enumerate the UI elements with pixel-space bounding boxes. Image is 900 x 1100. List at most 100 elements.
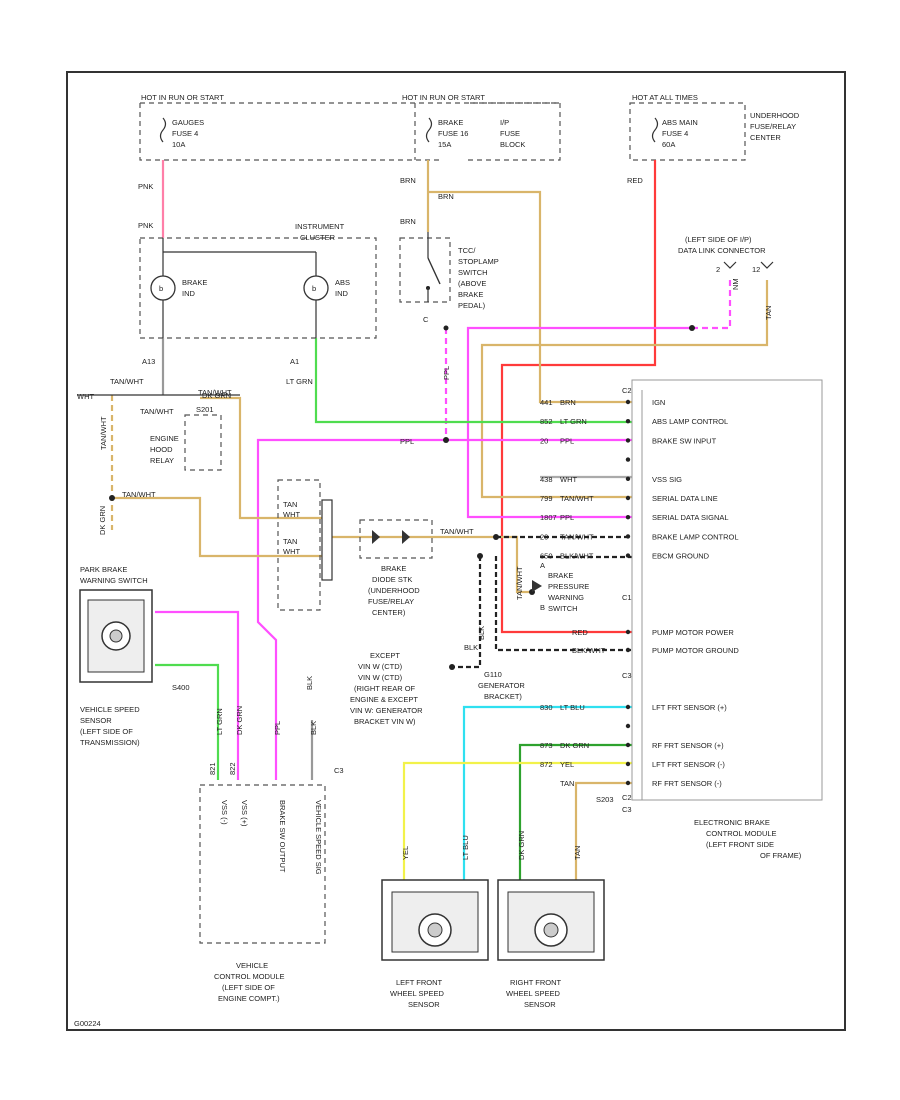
abs-lamp-label-1: ABS — [335, 278, 350, 287]
ebcm-color-6: PPL — [560, 513, 574, 522]
vcm-pin-3: BRAKE SW OUTPUT — [278, 800, 287, 873]
cluster-title-1: INSTRUMENT — [295, 222, 345, 231]
ground-wire: BLK — [464, 643, 478, 652]
inline-label: TAN/WHT — [198, 388, 232, 397]
tcc-label-1: TCC/ — [458, 246, 476, 255]
diag-switch-5: CENTER) — [372, 608, 406, 617]
tcc-label-4: (ABOVE — [458, 279, 486, 288]
sensor-circuit-0: 830 — [540, 703, 553, 712]
s203-label: S203 — [596, 795, 614, 804]
rf-sensor-label-1: RIGHT FRONT — [510, 978, 562, 987]
code-brn2: BRN — [438, 192, 454, 201]
ebcm-c-c2b: C2 — [622, 793, 632, 802]
splice-s201 — [493, 534, 499, 540]
sensor-pin-dot-1 — [625, 723, 631, 729]
wire-cyan-lf — [462, 705, 632, 880]
code-ppl: PPL — [400, 437, 414, 446]
ground-label-3: BRACKET) — [484, 692, 522, 701]
fuse-mid-line1: BRAKE — [438, 118, 463, 127]
vehicle-speed-sensor-label: VEHICLE SPEED SENSOR (LEFT SIDE OF TRANS… — [80, 683, 190, 747]
code-a13: A13 — [142, 357, 155, 366]
sensor-func-4: RF FRT SENSOR (-) — [652, 779, 722, 788]
fuse-mid-loc1: I/P — [500, 118, 509, 127]
footer-code: G00224 — [74, 1019, 101, 1028]
brake-lamp-label-1: BRAKE — [182, 278, 207, 287]
bpws-label-4: SWITCH — [548, 604, 578, 613]
brake-lamp-glyph: b — [159, 284, 163, 293]
code-a1: A1 — [290, 357, 299, 366]
gen-note-4: (RIGHT REAR OF — [354, 684, 416, 693]
code-red1: RED — [627, 176, 643, 185]
ebcm-label-1: ELECTRONIC BRAKE — [694, 818, 770, 827]
diag-switch-3: (UNDERHOOD — [368, 586, 420, 595]
bpws-wire: TAN/WHT — [515, 566, 524, 600]
ebcm-func-4: VSS SIG — [652, 475, 682, 484]
ebcm-func-7: BRAKE LAMP CONTROL — [652, 532, 739, 541]
ground-label-2: GENERATOR — [478, 681, 525, 690]
data-link-connector: (LEFT SIDE OF I/P) DATA LINK CONNECTOR 2… — [678, 235, 774, 274]
ebcm-circuit-5: 799 — [540, 494, 553, 503]
vehicle-control-module: VSS (-) VSS (+) BRAKE SW OUTPUT VEHICLE … — [199, 784, 326, 1003]
ebcm-c-c1: C1 — [622, 593, 632, 602]
gen-note-1: EXCEPT — [370, 651, 400, 660]
rf-wire-1: DK GRN — [517, 831, 526, 860]
bpws-pin-b: B — [540, 603, 545, 612]
diag-switch-1: BRAKE — [381, 564, 406, 573]
splice-ppl — [443, 437, 449, 443]
wire-green-abs-lamp — [314, 338, 632, 424]
ebcm-pin-dot-4 — [625, 476, 631, 481]
dlc-pin-12: 12 — [752, 265, 760, 274]
ebcm-pin-dot-3 — [625, 457, 631, 462]
vcm-pin-4: VEHICLE SPEED SIG — [314, 800, 323, 875]
vcm-wire: BLK — [305, 676, 314, 690]
vcm-label-4: ENGINE COMPT.) — [218, 994, 280, 1003]
code-c: C — [423, 315, 429, 324]
vss-wire-1: LT GRN — [215, 708, 224, 735]
tcc-label-5: BRAKE — [458, 290, 483, 299]
dlc-label-1: (LEFT SIDE OF I/P) — [685, 235, 752, 244]
fuse-left-line2: FUSE 4 — [172, 129, 198, 138]
code-nm: NM — [731, 278, 740, 290]
lf-sensor-label-3: SENSOR — [408, 1000, 440, 1009]
instrument-cluster: INSTRUMENT CLUSTER b BRAKE IND b ABS IND — [139, 222, 377, 339]
vcm-pin-2: VSS (+) — [240, 800, 249, 827]
diag-switch-4: FUSE/RELAY — [368, 597, 414, 606]
pump-color-0: RED — [572, 628, 588, 637]
ebcm-c-c3b: C3 — [622, 805, 632, 814]
bpws-label-1: BRAKE — [548, 571, 573, 580]
sensor-func-0: LFT FRT SENSOR (+) — [652, 703, 727, 712]
ebcm-pin-dot-7 — [625, 534, 631, 539]
relay-pin: S201 — [196, 405, 214, 414]
ebcm-color-0: BRN — [560, 398, 576, 407]
ebcm-c-c3: C3 — [622, 671, 632, 680]
relay-label-1: ENGINE — [150, 434, 179, 443]
tcc-label-6: PEDAL) — [458, 301, 486, 310]
fuse-mid-loc3: BLOCK — [500, 140, 525, 149]
ebcm-pin-dot-6 — [625, 515, 631, 520]
dlc-label-2: DATA LINK CONNECTOR — [678, 246, 766, 255]
ebcm-circuit-8: 650 — [540, 552, 553, 561]
splice-dlc — [689, 325, 695, 331]
ebcm-color-8: BLK/WHT — [560, 552, 594, 561]
code-dk-grn-v: DK GRN — [98, 506, 107, 535]
ebcm-func-8: EBCM GROUND — [652, 552, 710, 561]
wire-magenta-dlc — [692, 280, 732, 330]
diag-lbl-1: TAN — [283, 500, 297, 509]
ground-g110: G110 GENERATOR BRACKET) BLK — [464, 643, 525, 701]
gen-note-2: VIN W (CTD) — [358, 662, 403, 671]
fuse-mid-loc2: FUSE — [500, 129, 520, 138]
brake-diode-assembly: TAN WHT TAN WHT BRAKE DIODE STK (UNDERHO… — [277, 479, 474, 617]
wire-red-pump-power — [500, 160, 657, 634]
sensor-circuit-2: 873 — [540, 741, 553, 750]
ebcm-circuit-2: 20 — [540, 436, 548, 445]
fuse-panel-right-title: HOT AT ALL TIMES — [632, 93, 698, 102]
pump-pin-dot-0 — [625, 629, 631, 635]
ebcm-color-1: LT GRN — [560, 417, 587, 426]
lf-sensor-label-1: LEFT FRONT — [396, 978, 443, 987]
fuse-left-icon — [159, 117, 167, 143]
vss-wire-2: DK GRN — [235, 706, 244, 735]
fuse-right-icon — [651, 117, 659, 143]
fuse-right-line2: FUSE 4 — [662, 129, 688, 138]
lf-sensor-label-2: WHEEL SPEED — [390, 989, 444, 998]
sensor-color-3: YEL — [560, 760, 574, 769]
